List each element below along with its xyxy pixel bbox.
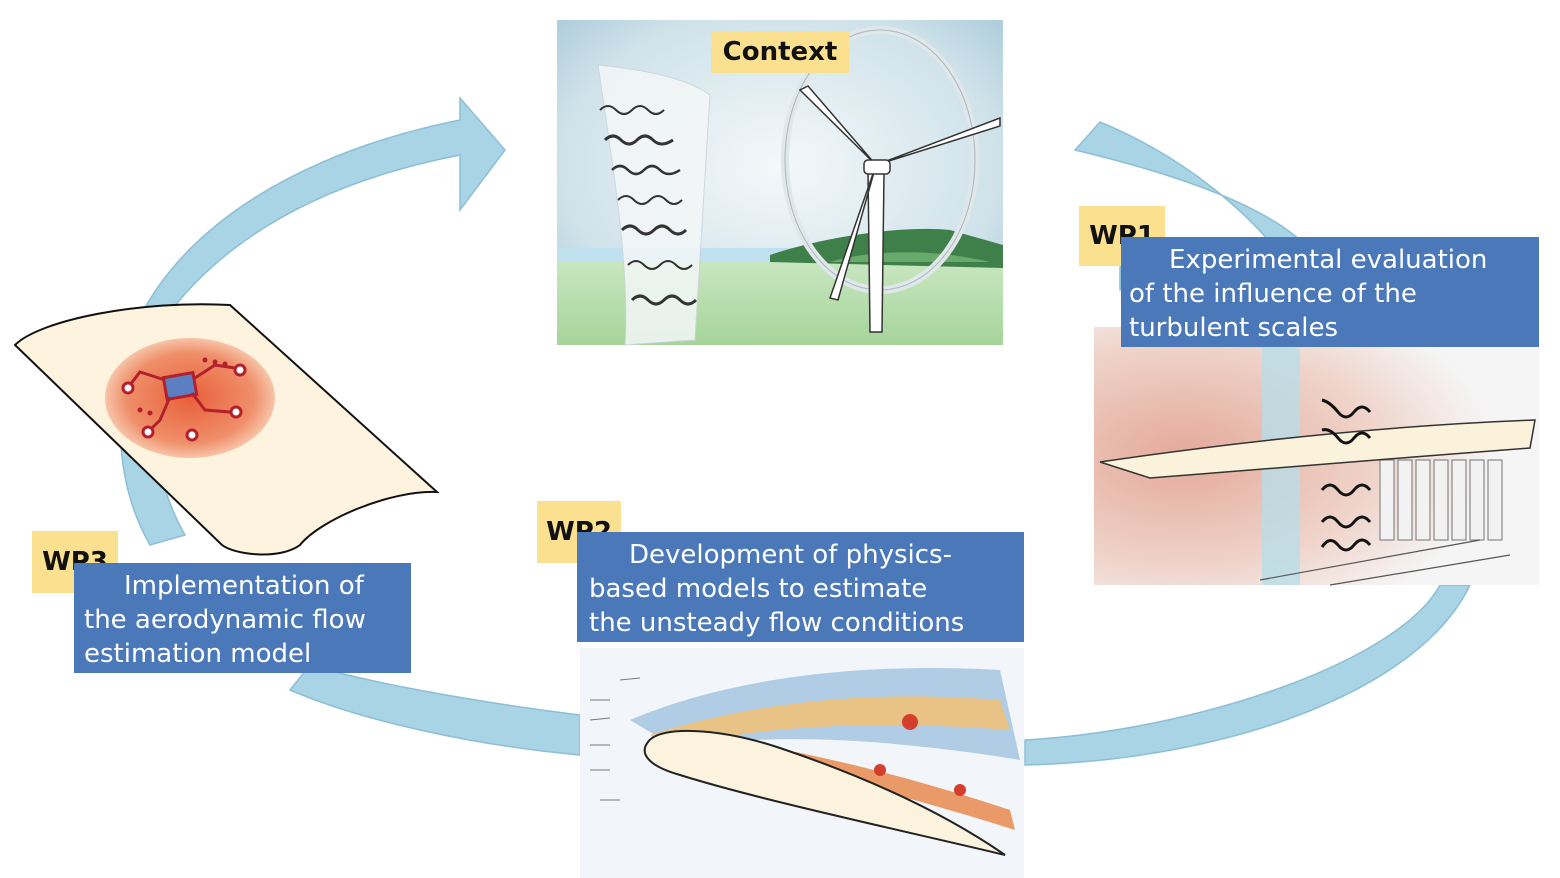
wp1-line-2: of the influence of the <box>1129 279 1417 309</box>
airfoil-icon <box>643 729 1006 856</box>
wind-arrows-icon <box>599 105 698 306</box>
wp3-line-1: Implementation of <box>124 571 364 601</box>
arrow-wp3-to-context <box>114 95 506 431</box>
wp1-description: Experimental evaluation of the influence… <box>1121 237 1539 347</box>
wp3-line-2: the aerodynamic flow <box>84 605 366 635</box>
wp2-description: Development of physics- based models to … <box>577 532 1024 642</box>
chip-icon <box>121 363 247 442</box>
tunnel-wing <box>1099 419 1536 479</box>
turbulence-arrows-icon <box>1320 398 1372 552</box>
wind-tunnel-icon <box>1379 459 1503 541</box>
wp2-line-1: Development of physics- <box>629 540 952 570</box>
context-label: Context <box>711 31 849 73</box>
wp1-line-1: Experimental evaluation <box>1169 245 1488 275</box>
wp2-line-2: based models to estimate <box>589 574 928 604</box>
arrow-wp1-to-wp2 <box>1024 584 1472 766</box>
wind-turbine-icon <box>798 85 1001 333</box>
wp2-line-3: the unsteady flow conditions <box>589 608 965 638</box>
wp1-line-3: turbulent scales <box>1129 313 1339 343</box>
wp3-line-3: estimation model <box>84 639 312 669</box>
wp3-description: Implementation of the aerodynamic flow e… <box>74 563 411 673</box>
arrow-wp2-to-wp3 <box>288 664 581 756</box>
